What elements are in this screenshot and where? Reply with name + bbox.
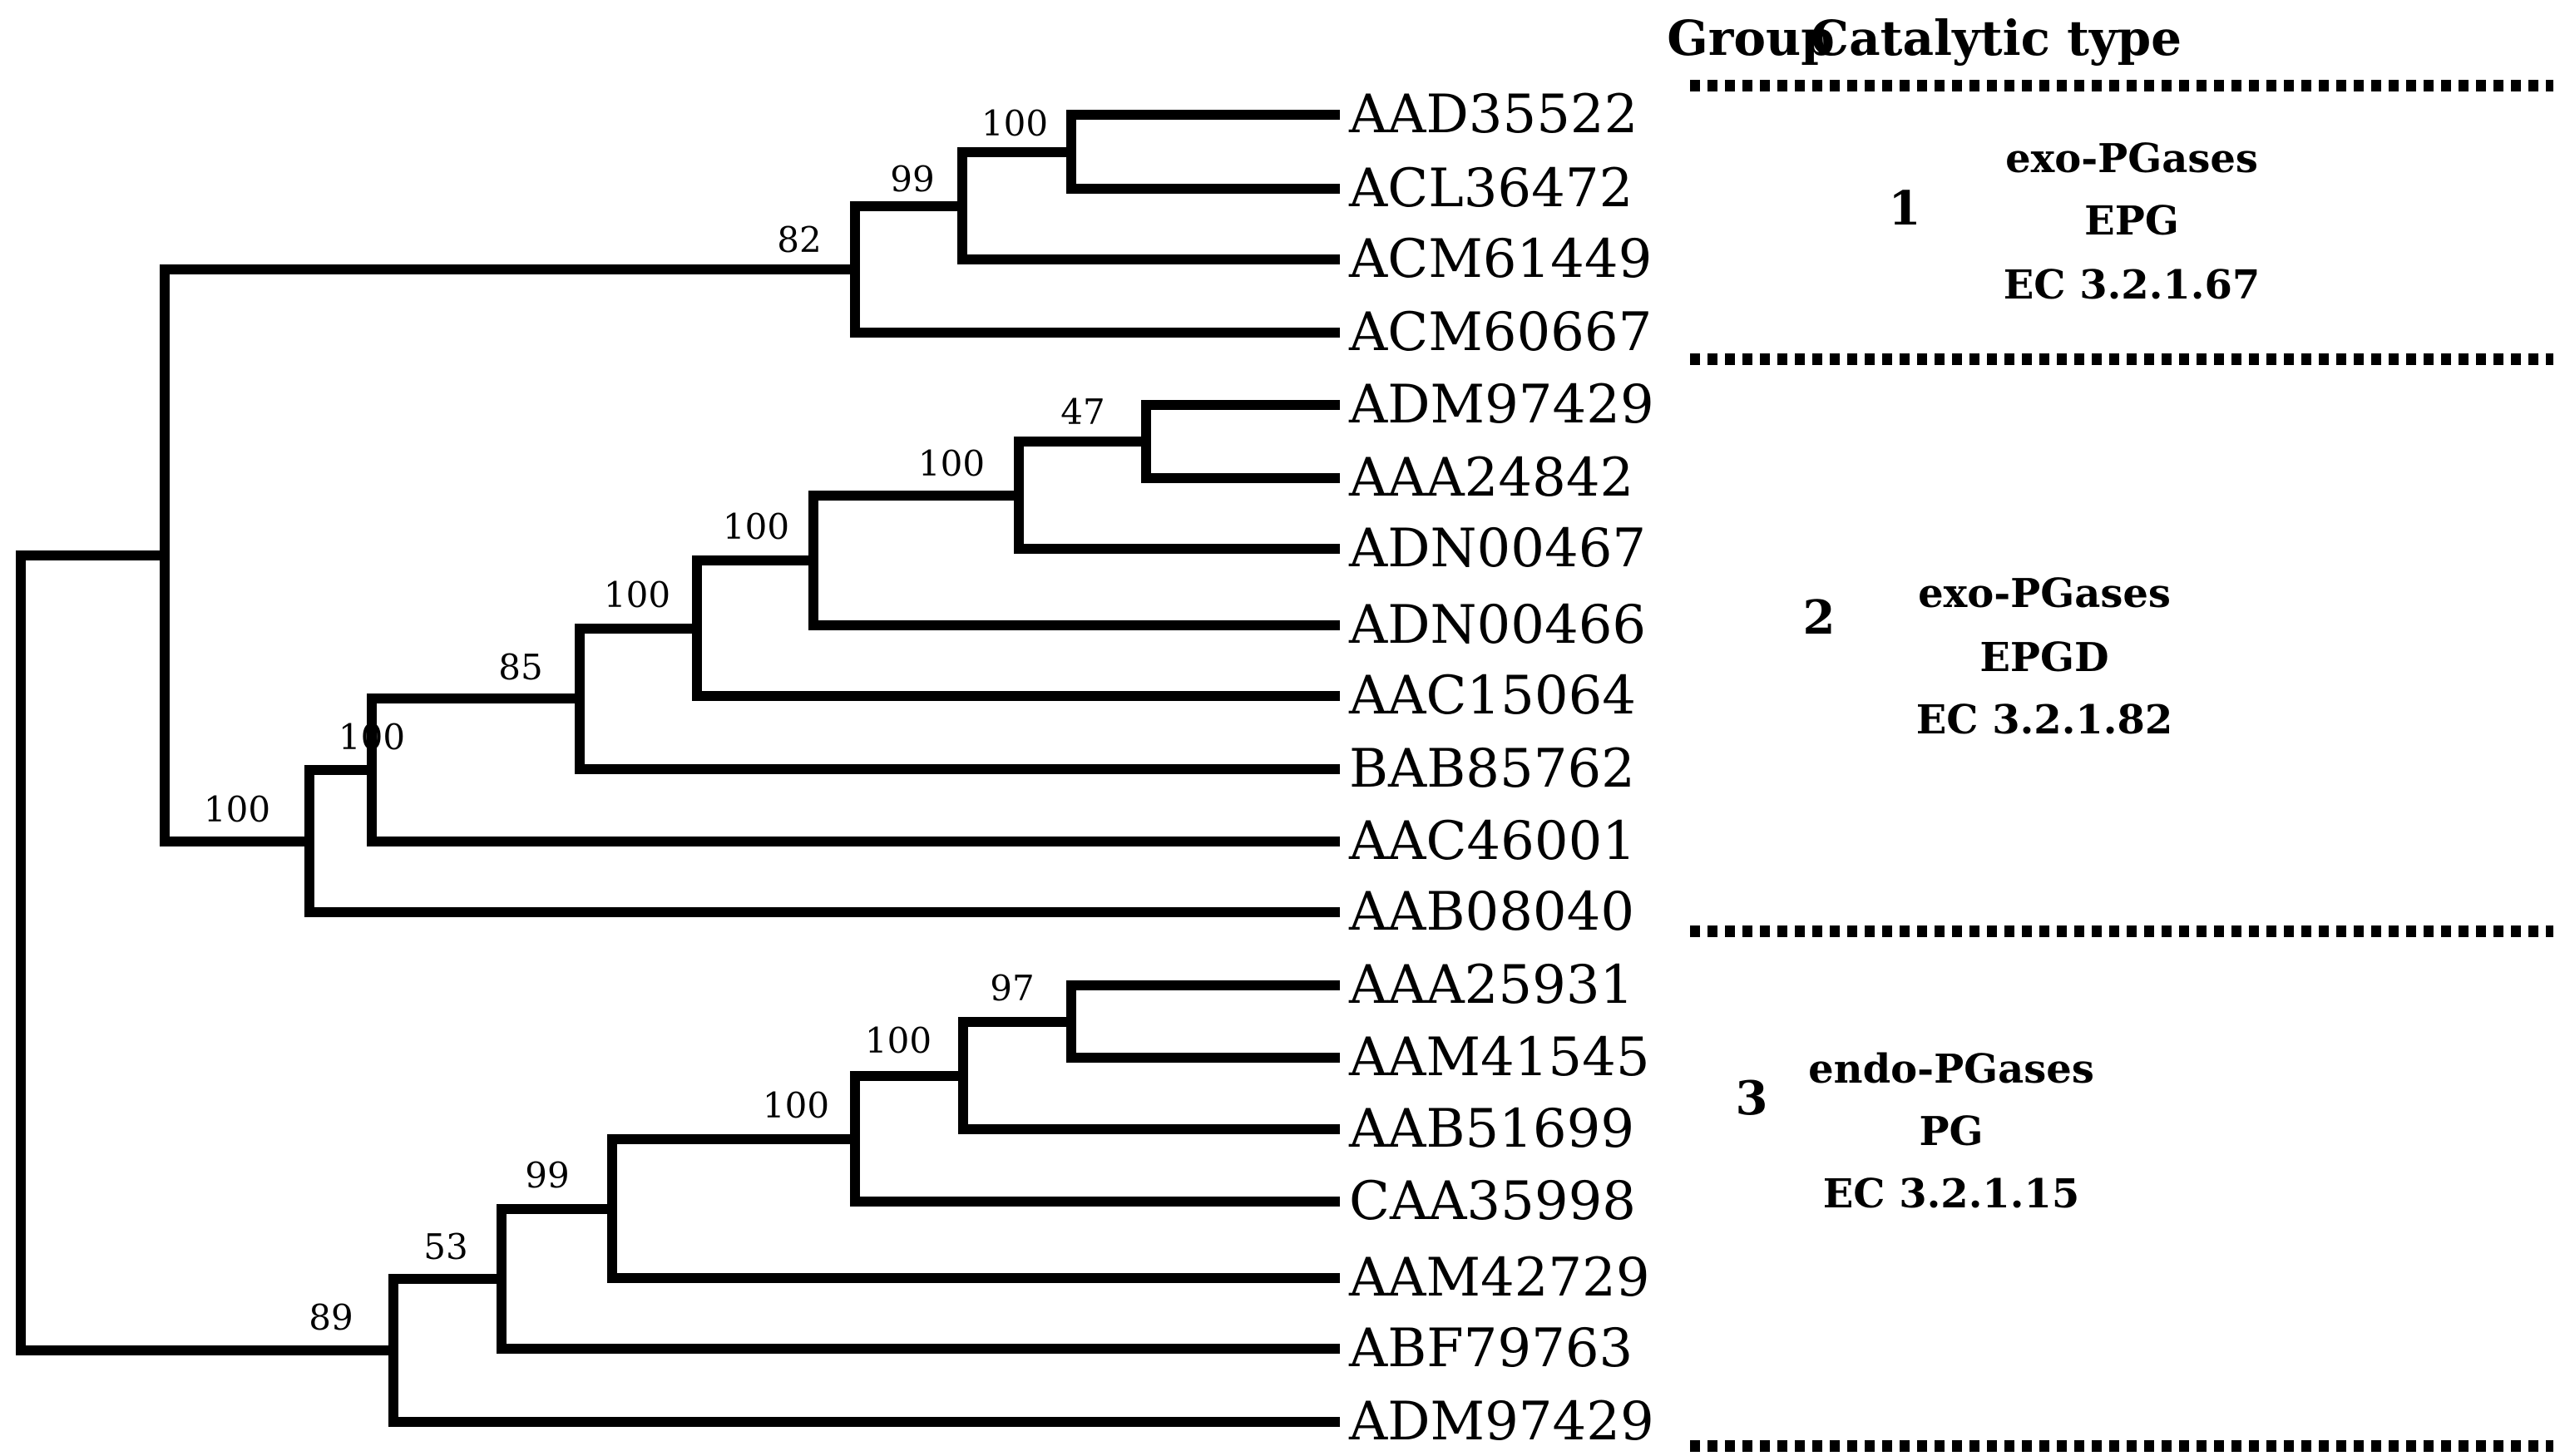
bootstrap-value: 99 — [525, 1155, 569, 1196]
catalytic-type-line: EC 3.2.1.67 — [2004, 262, 2261, 308]
bootstrap-value: 53 — [423, 1226, 467, 1267]
leaf-label-ACM60667: ACM60667 — [1348, 302, 1652, 363]
table-header-catalytic-type: Catalytic type — [1811, 10, 2182, 67]
bootstrap-value: 85 — [498, 647, 542, 688]
bootstrap-value: 100 — [604, 575, 670, 615]
bootstrap-value: 89 — [309, 1297, 353, 1338]
bootstrap-value: 100 — [723, 506, 789, 547]
bootstrap-value: 100 — [918, 443, 985, 484]
group-number: 1 — [1889, 181, 1921, 236]
leaf-label-ACL36472: ACL36472 — [1348, 158, 1633, 220]
group-number: 2 — [1803, 590, 1836, 645]
catalytic-type-line: endo-PGases — [1808, 1046, 2094, 1093]
bootstrap-value: 100 — [981, 103, 1048, 144]
bootstrap-value: 100 — [763, 1085, 829, 1126]
catalytic-type-line: EPGD — [1979, 634, 2108, 681]
catalytic-type-line: EPG — [2084, 198, 2179, 244]
catalytic-type-line: EC 3.2.1.82 — [1916, 697, 2173, 743]
bootstrap-value: 100 — [865, 1020, 932, 1061]
leaf-label-AAM42729: AAM42729 — [1348, 1247, 1650, 1309]
leaf-label-AAB08040: AAB08040 — [1348, 881, 1634, 943]
bootstrap-value: 100 — [204, 789, 270, 830]
leaf-label-ACM61449: ACM61449 — [1348, 229, 1652, 290]
table-header-group: Group — [1667, 10, 1835, 67]
leaf-label-AAC46001: AAC46001 — [1348, 811, 1636, 872]
leaf-label-AAA24842: AAA24842 — [1348, 447, 1633, 509]
group-number: 3 — [1736, 1071, 1768, 1126]
catalytic-type-line: PG — [1919, 1108, 1983, 1155]
leaf-label-AAB51699: AAB51699 — [1348, 1098, 1634, 1160]
bootstrap-value: 99 — [890, 159, 934, 200]
leaf-label-AAA25931: AAA25931 — [1348, 955, 1633, 1016]
bootstrap-value: 47 — [1060, 392, 1105, 432]
leaf-label-AAC15064: AAC15064 — [1348, 665, 1636, 727]
bootstrap-value: 97 — [990, 968, 1034, 1009]
leaf-label-AAM41545: AAM41545 — [1348, 1027, 1650, 1088]
bootstrap-value: 82 — [777, 220, 821, 260]
leaf-label-ADN00467: ADN00467 — [1348, 518, 1646, 580]
catalytic-type-line: exo-PGases — [2005, 136, 2258, 182]
leaf-label-ADM97429: ADM97429 — [1348, 1391, 1654, 1453]
catalytic-type-line: exo-PGases — [1918, 570, 2171, 617]
leaf-label-AAD35522: AAD35522 — [1348, 84, 1638, 146]
leaf-label-CAA35998: CAA35998 — [1349, 1171, 1636, 1232]
bootstrap-value: 100 — [339, 717, 405, 758]
leaf-label-ABF79763: ABF79763 — [1348, 1318, 1633, 1379]
leaf-label-ADN00466: ADN00466 — [1348, 595, 1646, 656]
leaf-label-BAB85762: BAB85762 — [1349, 738, 1635, 800]
leaf-label-ADM97429: ADM97429 — [1348, 374, 1654, 436]
catalytic-type-line: EC 3.2.1.15 — [1823, 1171, 2080, 1217]
